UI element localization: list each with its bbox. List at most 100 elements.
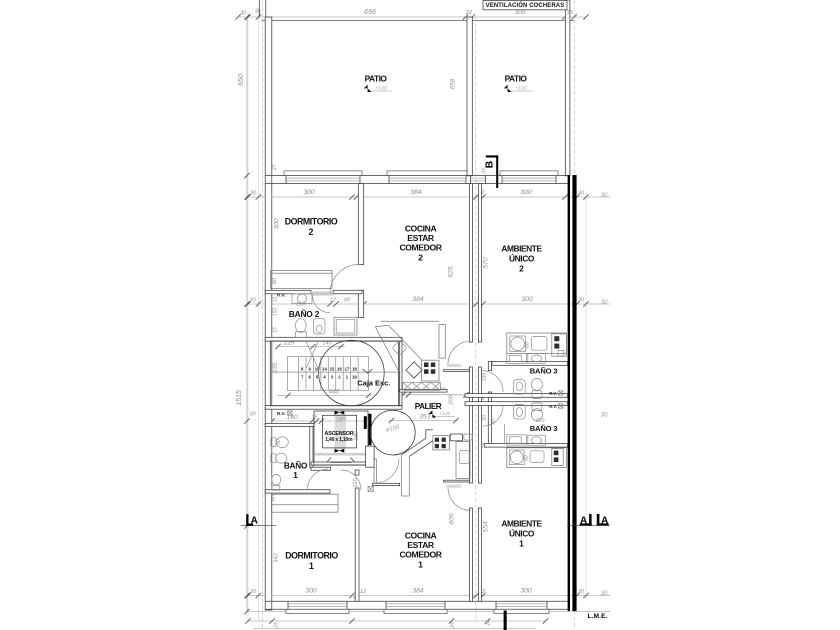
svg-text:B: B [483, 160, 495, 168]
svg-text:1: 1 [519, 538, 524, 548]
svg-text:ASCENSOR: ASCENSOR [325, 431, 354, 437]
svg-text:2: 2 [309, 227, 314, 237]
svg-text:1: 1 [346, 374, 349, 379]
svg-text:300: 300 [520, 189, 532, 196]
svg-text:353: 353 [419, 413, 431, 420]
svg-text:10: 10 [315, 366, 320, 371]
svg-text:24: 24 [450, 622, 456, 629]
svg-text:30: 30 [249, 298, 256, 304]
svg-text:19: 19 [352, 374, 357, 379]
svg-text:15: 15 [312, 415, 318, 421]
svg-text:1515: 1515 [236, 390, 243, 406]
svg-text:PALIER: PALIER [415, 402, 442, 411]
svg-text:COMEDOR: COMEDOR [399, 549, 442, 559]
svg-text:140: 140 [286, 414, 298, 421]
svg-text:4: 4 [323, 374, 326, 379]
svg-text:90: 90 [344, 298, 351, 304]
svg-text:6: 6 [308, 374, 311, 379]
svg-text:R.V.: R.V. [277, 411, 286, 416]
svg-text:17: 17 [345, 366, 350, 371]
svg-text:ESTAR: ESTAR [407, 540, 435, 550]
svg-text:+3.20: +3.20 [375, 86, 387, 91]
svg-text:22: 22 [478, 589, 486, 595]
svg-text:384: 384 [412, 588, 424, 595]
svg-text:200: 200 [449, 394, 455, 405]
svg-text:60: 60 [271, 495, 277, 501]
svg-text:30: 30 [250, 190, 257, 196]
svg-text:+3.30: +3.30 [439, 411, 451, 416]
svg-text:30: 30 [255, 9, 261, 15]
svg-text:30: 30 [601, 193, 608, 199]
svg-text:342: 342 [274, 552, 280, 562]
svg-text:8: 8 [301, 366, 304, 371]
svg-text:24: 24 [274, 622, 280, 629]
svg-text:Caja Esc.: Caja Esc. [357, 379, 390, 388]
svg-text:PATIO: PATIO [505, 73, 528, 83]
svg-text:ø150: ø150 [385, 424, 400, 433]
svg-text:30: 30 [578, 190, 585, 196]
svg-text:22: 22 [465, 10, 473, 16]
svg-text:VENTILACIÓN COCHERAS: VENTILACIÓN COCHERAS [486, 1, 565, 9]
svg-text:16: 16 [337, 366, 342, 371]
svg-text:ESTAR: ESTAR [407, 233, 435, 243]
svg-text:ÚNICO: ÚNICO [509, 252, 535, 263]
svg-text:30: 30 [491, 419, 497, 425]
svg-text:BAÑO 3: BAÑO 3 [530, 367, 558, 376]
svg-text:12: 12 [360, 589, 367, 595]
svg-text:180: 180 [335, 418, 346, 424]
svg-text:R.V.: R.V. [549, 391, 557, 396]
svg-text:R.V.: R.V. [277, 293, 286, 298]
svg-text:260: 260 [535, 418, 545, 424]
svg-text:609: 609 [449, 513, 456, 525]
svg-text:300: 300 [274, 218, 281, 230]
svg-text:3: 3 [331, 374, 334, 379]
svg-text:110: 110 [353, 478, 359, 488]
svg-text:30: 30 [250, 589, 257, 595]
svg-text:BAÑO 3: BAÑO 3 [530, 424, 558, 433]
svg-text:R.V.: R.V. [549, 404, 557, 409]
svg-text:7: 7 [301, 374, 304, 379]
svg-text:625: 625 [448, 266, 455, 278]
svg-text:300: 300 [520, 588, 532, 595]
svg-text:570: 570 [483, 257, 490, 269]
svg-text:30: 30 [601, 591, 608, 597]
svg-text:A: A [580, 515, 587, 526]
svg-text:1,40 x 1,10m: 1,40 x 1,10m [325, 437, 353, 443]
svg-text:384: 384 [410, 189, 422, 196]
svg-text:696: 696 [364, 7, 376, 16]
svg-text:BAÑO: BAÑO [284, 461, 308, 471]
svg-text:18: 18 [352, 366, 357, 371]
svg-text:440: 440 [329, 389, 340, 396]
svg-text:30: 30 [566, 10, 573, 16]
svg-text:658: 658 [450, 78, 457, 89]
svg-text:2: 2 [519, 263, 524, 273]
svg-text:PATIO: PATIO [365, 73, 388, 83]
svg-text:650: 650 [238, 74, 245, 86]
svg-text:30: 30 [601, 300, 608, 306]
svg-text:1: 1 [418, 559, 423, 569]
svg-text:AMBIENTE: AMBIENTE [501, 519, 542, 529]
svg-text:COCINA: COCINA [405, 224, 437, 234]
svg-text:90: 90 [482, 415, 488, 421]
svg-text:+3.20: +3.20 [515, 86, 527, 91]
svg-text:384: 384 [412, 296, 424, 303]
svg-text:COCINA: COCINA [405, 531, 437, 541]
svg-text:15: 15 [273, 327, 279, 333]
svg-text:30: 30 [240, 11, 247, 17]
svg-text:BAÑO 2: BAÑO 2 [289, 309, 320, 319]
svg-text:30: 30 [601, 413, 608, 419]
svg-text:60: 60 [524, 455, 530, 461]
svg-text:300: 300 [305, 588, 317, 595]
svg-text:140: 140 [322, 341, 332, 347]
svg-text:A: A [601, 515, 608, 526]
svg-text:9: 9 [308, 366, 311, 371]
svg-text:30: 30 [249, 412, 256, 418]
svg-text:L.M.E.: L.M.E. [588, 613, 608, 620]
svg-text:27: 27 [272, 165, 278, 172]
svg-text:DORMITORIO: DORMITORIO [285, 551, 338, 561]
svg-text:15: 15 [330, 366, 335, 371]
svg-text:1: 1 [293, 471, 298, 480]
svg-text:150: 150 [482, 373, 488, 382]
svg-text:2: 2 [338, 374, 341, 379]
svg-text:150: 150 [273, 308, 279, 317]
